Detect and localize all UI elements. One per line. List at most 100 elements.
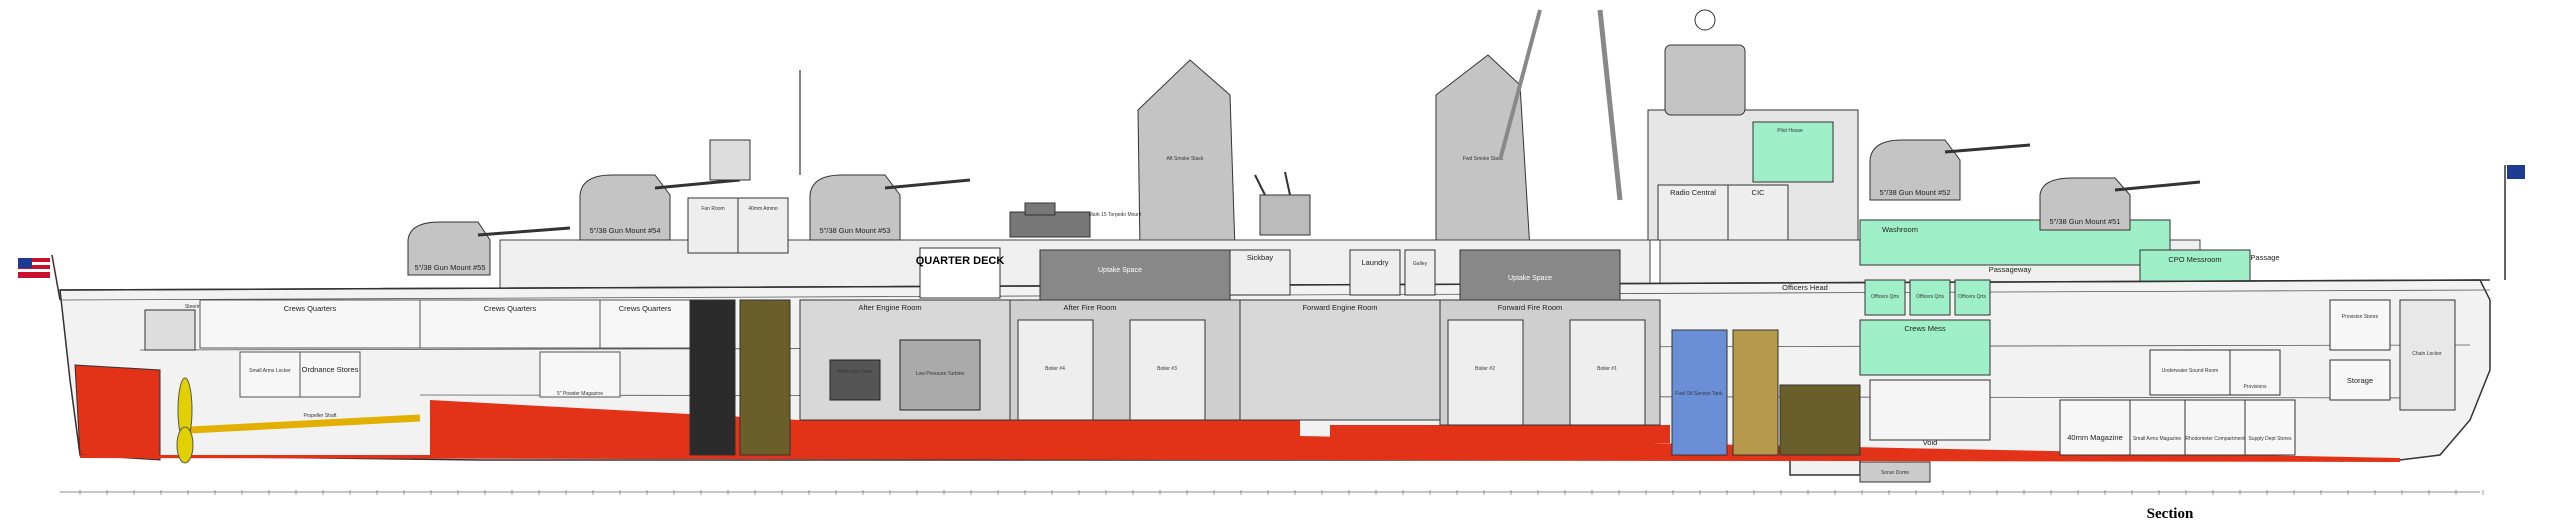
forty-mm-magazine-label: 40mm Magazine (2067, 433, 2122, 442)
crews-mess-room (1859, 319, 1991, 376)
gun-mount-51-label: 5"/38 Gun Mount #51 (2049, 217, 2120, 226)
sonar-dome (1859, 461, 1931, 483)
propeller-shaft-label: Propeller Shaft (303, 413, 337, 419)
gun-mount-54-label: 5"/38 Gun Mount #54 (589, 226, 660, 235)
cic-label: CIC (1752, 188, 1766, 197)
jack-flag-bow (2504, 165, 2525, 280)
boiler-1 (1569, 319, 1646, 426)
fuel-oil-service-tank (1671, 329, 1728, 456)
boiler-4 (1017, 319, 1094, 421)
passageway-label: Passageway (1989, 265, 2032, 274)
gun-mount-53-label: 5"/38 Gun Mount #53 (819, 226, 890, 235)
us-flag-stern (18, 254, 61, 301)
boiler-2-label: Boiler #2 (1475, 366, 1495, 372)
radar-antenna (1694, 9, 1716, 31)
rhodometer-room (2184, 399, 2246, 456)
low-pressure-turbine-label: Low Pressure Turbine (916, 371, 965, 377)
fwd-stack-label: Fwd Smoke Stack (1463, 156, 1504, 162)
torpedo-mount-label: Mark 15 Torpedo Mount (1089, 212, 1142, 218)
laundry-room (1349, 249, 1401, 296)
officers-qrts-a-room (1864, 279, 1906, 316)
powder-magazine-label: 5" Powder Magazine (557, 391, 603, 397)
aa-guns (709, 139, 1311, 236)
supply-dept-stores-room (2244, 399, 2296, 456)
gun-mount-52: 5"/38 Gun Mount #52 (1869, 139, 2031, 201)
torpedo-mount: Mark 15 Torpedo Mount (1009, 202, 1142, 238)
galley-room (1404, 249, 1436, 296)
quarter-deck-label: QUARTER DECK (916, 255, 1005, 267)
steering-gear-room (144, 309, 196, 351)
fwd-smoke-stack (1435, 54, 1531, 251)
small-arms-locker-room (239, 351, 301, 398)
fore-mast (1597, 9, 1623, 201)
forty-mm-magazine-room (2059, 399, 2131, 456)
gun-mount-55: 5"/38 Gun Mount #55 (407, 221, 571, 276)
officers-qrts-b-label: Officers Qrts (1916, 294, 1944, 300)
aft-stack-label: Aft Smoke Stack (1167, 156, 1204, 162)
sonar-dome-label: Sonar Dome (1881, 470, 1909, 476)
ordnance-stores-room (299, 351, 361, 398)
after-fire-room-label: After Fire Room (1064, 303, 1117, 312)
boiler-3 (1129, 319, 1206, 421)
boiler-4-label: Boiler #4 (1045, 366, 1065, 372)
provisions-label: Provisions (2243, 384, 2267, 390)
pilot-house-room (1752, 121, 1834, 183)
crews-quarters-aft-room (199, 299, 421, 349)
hull: Propeller Shaft Steering Gear Rm Crews Q… (59, 197, 2491, 483)
small-arms-magazine-label: Small Arms Magazine (2133, 436, 2182, 442)
ordnance-stores-label: Ordnance Stores (302, 365, 359, 374)
void-compartment (1869, 379, 1991, 441)
fan-room (687, 197, 739, 254)
sickbay-room (1229, 249, 1291, 296)
rhodometer-label: Rhodometer Compartment (2185, 436, 2245, 442)
gun-mount-53: 5"/38 Gun Mount #53 (809, 174, 971, 241)
hull-red-stern (74, 364, 161, 461)
underwater-sound-room (2149, 349, 2231, 396)
cic-room (1727, 184, 1789, 241)
forward-fire-room-label: Forward Fire Room (1498, 303, 1563, 312)
small-arms-locker-label: Small Arms Locker (249, 368, 291, 374)
crews-quarters-aft-label: Crews Quarters (284, 304, 337, 313)
low-pressure-turbine (899, 339, 981, 411)
cpo-messroom-label: CPO Messroom (2168, 255, 2221, 264)
engine-bilge-red (800, 420, 1300, 442)
uptake-space-fwd-label: Uptake Space (1508, 275, 1552, 282)
galley-label: Galley (1413, 261, 1428, 267)
gun-mount-54: 5"/38 Gun Mount #54 (579, 174, 741, 241)
aft-mast (1498, 9, 1542, 161)
uptake-space-aft-label: Uptake Space (1098, 267, 1142, 274)
crews-mess-label: Crews Mess (1904, 324, 1946, 333)
gun-mount-52-label: 5"/38 Gun Mount #52 (1879, 188, 1950, 197)
chain-locker (2399, 299, 2456, 411)
provisions-room (2229, 349, 2281, 396)
officers-qrts-c-label: Officers Qrts (1958, 294, 1986, 300)
sickbay-label: Sickbay (1247, 253, 1274, 262)
underwater-sound-label: Underwater Sound Room (2162, 368, 2218, 374)
aft-smoke-stack (1137, 59, 1236, 251)
storage-label: Storage (2347, 376, 2373, 385)
crews-quarters-fwd-label: Crews Quarters (619, 304, 672, 313)
pilot-house-label: Pilot House (1777, 128, 1803, 134)
propeller-shaft (189, 414, 421, 434)
fuel-tank-aft-1 (689, 299, 736, 456)
gun-director (1664, 44, 1746, 116)
chain-locker-label: Chain Locker (2412, 351, 2442, 357)
frame-number-ruler (60, 490, 2484, 495)
boiler-2 (1447, 319, 1524, 426)
forty-mm-ammo-room (737, 197, 789, 254)
fuel-oil-service-tank-label: Fuel Oil Service Tank (1675, 391, 1723, 397)
small-arms-magazine-room (2129, 399, 2186, 456)
officers-qrts-c-room (1954, 279, 1991, 316)
officers-qrts-b-room (1909, 279, 1951, 316)
propeller-lower (176, 426, 194, 464)
powder-magazine-room (539, 351, 621, 398)
provision-stores-label: Provision Stores (2342, 314, 2379, 320)
uptake-space-fwd (1459, 249, 1621, 301)
gun-mount-51: 5"/38 Gun Mount #51 (2039, 177, 2201, 231)
gun-mounts: 5"/38 Gun Mount #55 5"/38 Gun Mount #54 … (407, 139, 2201, 276)
after-engine-room-label: After Engine Room (858, 303, 921, 312)
quarter-deck-area (919, 247, 1001, 299)
gun-mount-55-label: 5"/38 Gun Mount #55 (414, 263, 485, 272)
officers-head-label: Officers Head (1782, 283, 1828, 292)
